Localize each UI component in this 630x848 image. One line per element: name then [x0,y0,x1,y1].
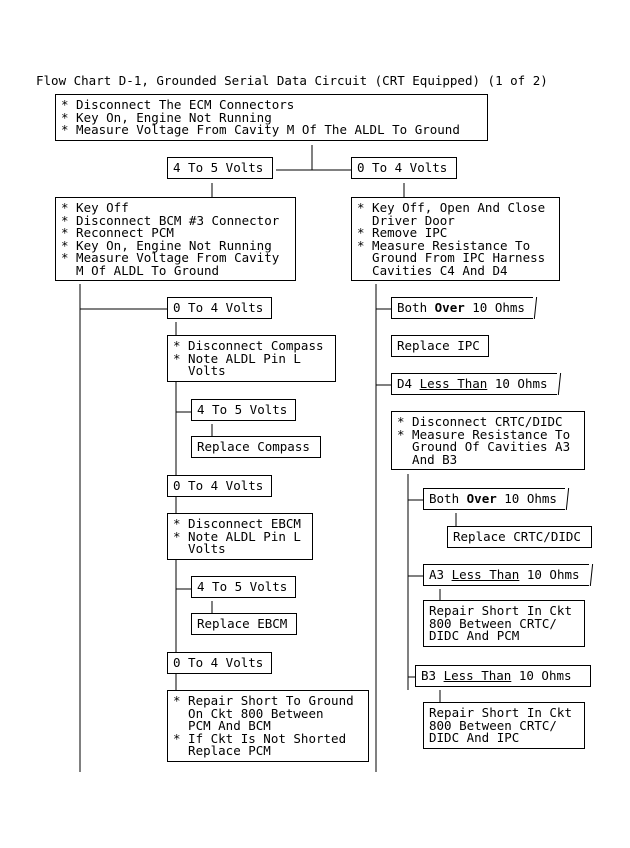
node-text-line: 4 To 5 Volts [197,579,288,594]
node-text-line: * Measure Resistance To [357,237,531,253]
node-text-line: Repair Short In Ckt [429,603,572,618]
node-text-line: DIDC And IPC [429,730,520,745]
node-text-line: 0 To 4 Volts [173,478,264,493]
node-text-line: 800 Between CRTC/ [429,615,557,631]
node-text-line: * Key Off, Open And Close [357,200,546,215]
chart-title: Flow Chart D-1, Grounded Serial Data Cir… [36,73,548,88]
node-text-emphasis: Less Than [443,668,512,683]
node-text-prefix: B3 [421,668,444,683]
node-text-prefix: A3 [429,567,452,582]
node-text-line: PCM And BCM [173,718,271,733]
node-v45-b: 4 To 5 Volts [191,399,296,421]
node-text-line: * Note ALDL Pin L [173,528,301,544]
node-text-line: * Disconnect EBCM [173,516,301,531]
node-text-line: And B3 [397,451,458,467]
node-text-line: Cavities C4 And D4 [357,262,508,278]
node-text-line: 4 To 5 Volts [173,160,264,175]
node-text-emphasis: Less Than [419,376,488,391]
node-v45-c: 4 To 5 Volts [191,576,296,598]
node-text-line: * Measure Voltage From Cavity [61,250,280,265]
node-replace-compass: Replace Compass [191,436,321,458]
node-text-line: Volts [173,363,226,378]
node-text-line: * Disconnect The ECM Connectors [61,97,295,112]
node-text-line: * Disconnect BCM #3 Connector [61,212,280,228]
node-text-emphasis: Over [434,300,465,315]
node-text-line: * Note ALDL Pin L [173,350,301,366]
node-text-line: * Remove IPC [357,225,448,240]
node-text-line: Ground From IPC Harness [357,250,546,265]
node-text-line: 0 To 4 Volts [173,655,264,670]
node-text-suffix: 10 Ohms [511,668,572,683]
node-start: * Disconnect The ECM Connectors* Key On,… [55,94,488,141]
node-text-line: Replace PCM [173,743,271,758]
node-text-line: Replace Compass [197,439,310,454]
node-text-line: 800 Between CRTC/ [429,717,557,733]
node-text-line: * Key Off [61,200,129,215]
node-replace-crtc: Replace CRTC/DIDC [447,526,592,548]
node-v04-a: 0 To 4 Volts [351,157,457,179]
node-text-line: Replace CRTC/DIDC [453,529,581,544]
node-text-line: * Disconnect Compass [173,338,324,353]
node-right-steps: * Key Off, Open And Close Driver Door* R… [351,197,560,281]
node-left-steps: * Key Off* Disconnect BCM #3 Connector* … [55,197,296,281]
node-both-over-b: Both Over 10 Ohms [423,488,565,510]
node-b3-less: B3 Less Than 10 Ohms [415,665,591,687]
node-crtc-steps: * Disconnect CRTC/DIDC* Measure Resistan… [391,411,585,470]
node-both-over-a: Both Over 10 Ohms [391,297,533,319]
node-text-line: Driver Door [357,212,455,228]
node-text-line: 0 To 4 Volts [357,160,448,175]
node-text-line: 0 To 4 Volts [173,300,264,315]
node-text-line: * Key On, Engine Not Running [61,109,272,125]
node-text-line: 4 To 5 Volts [197,402,288,417]
node-compass-steps: * Disconnect Compass* Note ALDL Pin L Vo… [167,335,336,382]
node-replace-ebcm: Replace EBCM [191,613,297,635]
node-text-prefix: Both [397,300,435,315]
node-text-line: * Disconnect CRTC/DIDC [397,414,563,429]
node-d4-less: D4 Less Than 10 Ohms [391,373,557,395]
node-v45-a: 4 To 5 Volts [167,157,273,179]
node-text-line: DIDC And PCM [429,628,520,643]
node-text-line: * Reconnect PCM [61,225,174,240]
node-text-suffix: 10 Ohms [464,300,525,315]
node-replace-ipc: Replace IPC [391,335,489,357]
node-text-line: * Repair Short To Ground [173,693,354,708]
node-text-line: Replace IPC [397,338,480,353]
node-a3-less: A3 Less Than 10 Ohms [423,564,589,586]
node-text-suffix: 10 Ohms [519,567,580,582]
connector-lines [79,145,457,772]
node-text-line: Repair Short In Ckt [429,705,572,720]
node-text-emphasis: Over [466,491,497,506]
node-text-line: On Ckt 800 Between [173,705,324,721]
node-v04-d: 0 To 4 Volts [167,652,272,674]
node-v04-c: 0 To 4 Volts [167,475,272,497]
node-text-prefix: D4 [397,376,420,391]
node-v04-b: 0 To 4 Volts [167,297,272,319]
node-text-suffix: 10 Ohms [487,376,548,391]
node-repair-pcm: * Repair Short To Ground On Ckt 800 Betw… [167,690,369,762]
node-text-line: Ground Of Cavities A3 [397,439,571,454]
node-text-line: M Of ALDL To Ground [61,262,220,278]
node-text-line: * Measure Voltage From Cavity M Of The A… [61,122,460,137]
node-text-emphasis: Less Than [451,567,520,582]
node-text-line: * If Ckt Is Not Shorted [173,730,347,746]
node-text-suffix: 10 Ohms [496,491,557,506]
node-text-line: * Key On, Engine Not Running [61,237,272,253]
node-text-line: * Measure Resistance To [397,426,571,442]
node-text-prefix: Both [429,491,467,506]
node-text-line: Volts [173,541,226,556]
node-ebcm-steps: * Disconnect EBCM* Note ALDL Pin L Volts [167,513,313,560]
node-text-line: Replace EBCM [197,616,288,631]
